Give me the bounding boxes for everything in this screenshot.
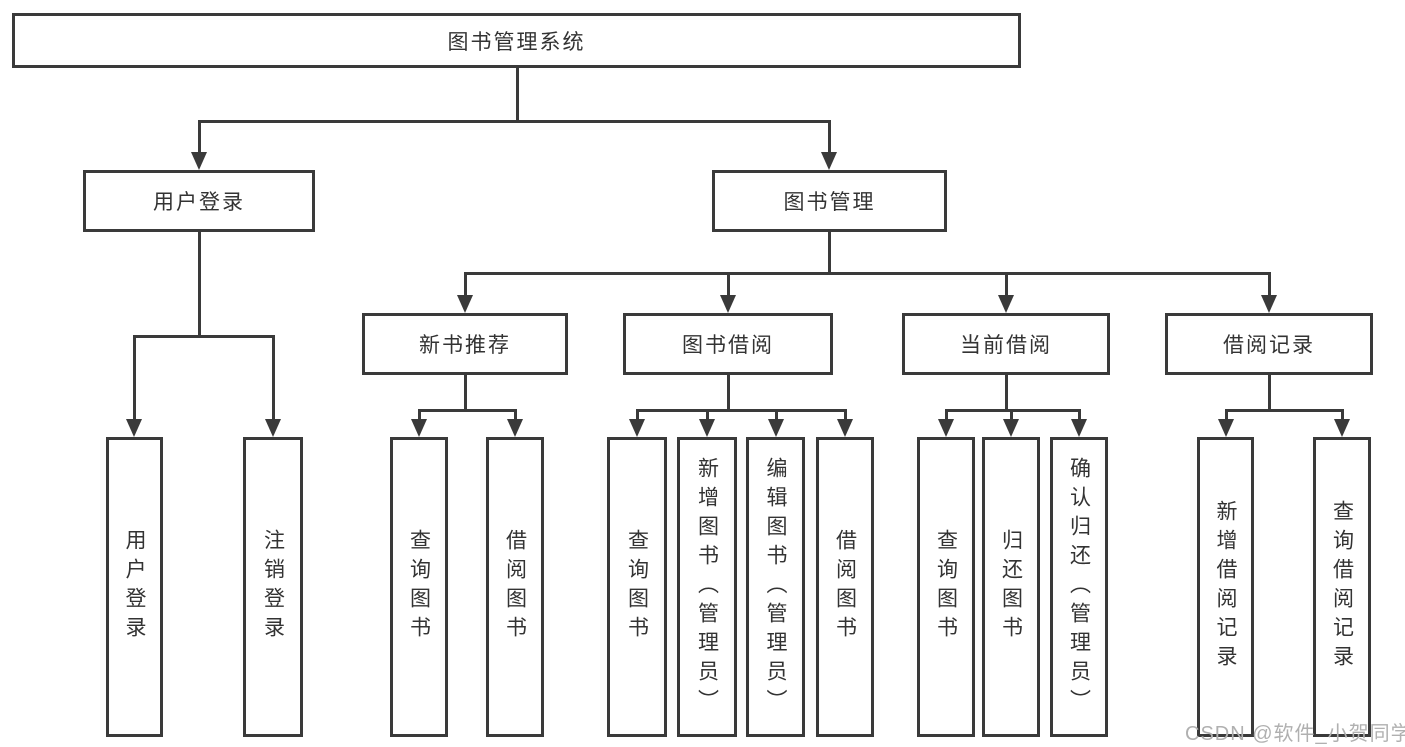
connector-stem	[727, 375, 730, 411]
connector-shaft	[1225, 409, 1228, 420]
arrow-down-icon	[768, 419, 784, 437]
arrow-down-icon	[1003, 419, 1019, 437]
arrow-down-icon	[699, 419, 715, 437]
leaf-user-login: 用户登录	[106, 437, 163, 737]
leaf-query-borrow-record: 查询借阅记录	[1313, 437, 1371, 737]
node-book-management: 图书管理	[712, 170, 947, 232]
leaf-confirm-return-admin: 确认归还（管理员）	[1050, 437, 1108, 737]
connector-stem	[464, 375, 467, 411]
connector-shaft	[844, 409, 847, 420]
arrow-down-icon	[191, 152, 207, 170]
leaf-label: 查询图书	[407, 529, 431, 645]
connector-shaft	[1005, 272, 1008, 296]
leaf-label: 借阅图书	[833, 529, 857, 645]
arrow-down-icon	[629, 419, 645, 437]
node-library-management-system: 图书管理系统	[12, 13, 1021, 68]
leaf-query-books: 查询图书	[390, 437, 448, 737]
arrow-down-icon	[265, 419, 281, 437]
leaf-edit-books-admin: 编辑图书（管理员）	[746, 437, 805, 737]
connector-shaft	[133, 335, 136, 420]
connector-shaft	[775, 409, 778, 420]
leaf-label: 借阅图书	[503, 529, 527, 645]
connector-rail	[418, 409, 517, 412]
leaf-query-books: 查询图书	[917, 437, 975, 737]
connector-shaft	[636, 409, 639, 420]
leaf-label: 查询图书	[934, 529, 958, 645]
arrow-down-icon	[837, 419, 853, 437]
leaf-label: 注销登录	[261, 529, 285, 645]
leaf-borrow-books: 借阅图书	[486, 437, 544, 737]
node-new-book-recommendation: 新书推荐	[362, 313, 568, 375]
arrow-down-icon	[1334, 419, 1350, 437]
arrow-down-icon	[998, 295, 1014, 313]
connector-rail	[133, 335, 275, 338]
connector-shaft	[727, 272, 730, 296]
arrow-down-icon	[938, 419, 954, 437]
connector-rail	[636, 409, 846, 412]
connector-stem	[1005, 375, 1008, 411]
connector-shaft	[706, 409, 709, 420]
connector-shaft	[464, 272, 467, 296]
node-user-login: 用户登录	[83, 170, 315, 232]
connector-rail	[1225, 409, 1343, 412]
arrow-down-icon	[821, 152, 837, 170]
leaf-label: 新增借阅记录	[1214, 500, 1237, 674]
leaf-add-books-admin: 新增图书（管理员）	[677, 437, 737, 737]
leaf-label: 编辑图书（管理员）	[764, 456, 787, 718]
node-borrowing-records: 借阅记录	[1165, 313, 1373, 375]
leaf-label: 归还图书	[999, 529, 1023, 645]
connector-shaft	[418, 409, 421, 420]
arrow-down-icon	[1218, 419, 1234, 437]
leaf-label: 查询图书	[625, 529, 649, 645]
arrow-down-icon	[126, 419, 142, 437]
connector-shaft	[1078, 409, 1081, 420]
connector-shaft	[514, 409, 517, 420]
leaf-logout: 注销登录	[243, 437, 303, 737]
connector-shaft	[1010, 409, 1013, 420]
node-current-borrowing: 当前借阅	[902, 313, 1110, 375]
connector-shaft	[198, 120, 201, 153]
arrow-down-icon	[1261, 295, 1277, 313]
node-book-borrowing: 图书借阅	[623, 313, 833, 375]
connector-stem	[1268, 375, 1271, 411]
connector-root-stem	[516, 68, 519, 121]
arrow-down-icon	[1071, 419, 1087, 437]
csdn-watermark: CSDN @软件_小贺同学	[1185, 723, 1405, 745]
leaf-query-books: 查询图书	[607, 437, 667, 737]
connector-shaft	[1268, 272, 1271, 296]
connector-rail	[464, 272, 1271, 275]
arrow-down-icon	[411, 419, 427, 437]
arrow-down-icon	[507, 419, 523, 437]
connector-stem	[828, 232, 831, 274]
connector-shaft	[1341, 409, 1344, 420]
arrow-down-icon	[457, 295, 473, 313]
arrow-down-icon	[720, 295, 736, 313]
leaf-return-books: 归还图书	[982, 437, 1040, 737]
connector-root-rail	[198, 120, 830, 123]
leaf-add-borrow-record: 新增借阅记录	[1197, 437, 1254, 737]
leaf-label: 用户登录	[123, 529, 146, 645]
leaf-label: 查询借阅记录	[1330, 500, 1354, 674]
leaf-label: 新增图书（管理员）	[695, 456, 719, 718]
connector-shaft	[945, 409, 948, 420]
connector-shaft	[828, 120, 831, 153]
leaf-borrow-books: 借阅图书	[816, 437, 874, 737]
connector-shaft	[272, 335, 275, 420]
leaf-label: 确认归还（管理员）	[1067, 456, 1091, 718]
connector-stem	[198, 232, 201, 336]
